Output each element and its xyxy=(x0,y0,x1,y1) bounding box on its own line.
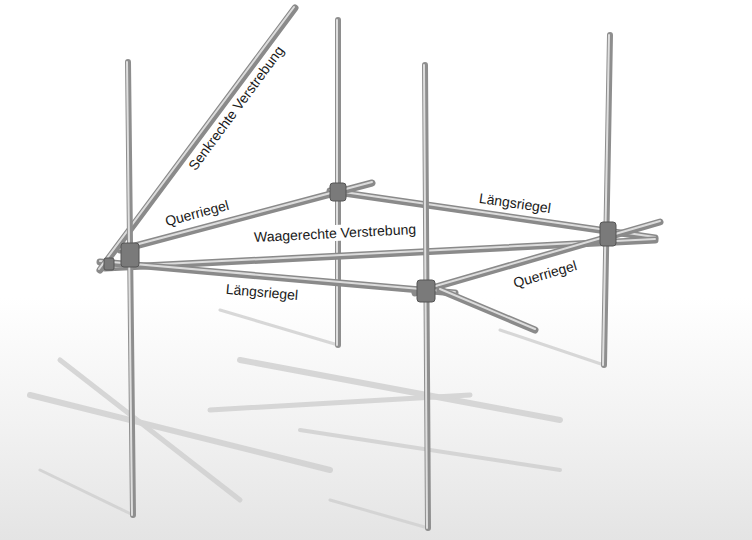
coupler xyxy=(104,183,616,302)
scaffold-tube xyxy=(337,20,610,365)
part-label: Längsriegel xyxy=(223,281,300,304)
part-label: Längsriegel xyxy=(476,190,554,217)
floor-shadow xyxy=(30,310,604,528)
scaffold-tube xyxy=(99,7,660,330)
part-label: Senkrechte Verstrebung xyxy=(184,41,288,175)
scaffold-tube xyxy=(127,62,428,528)
part-label: Waagerechte Verstrebung xyxy=(252,221,419,245)
part-label: Querriegel xyxy=(161,196,232,229)
part-label: Querriegel xyxy=(509,257,580,292)
